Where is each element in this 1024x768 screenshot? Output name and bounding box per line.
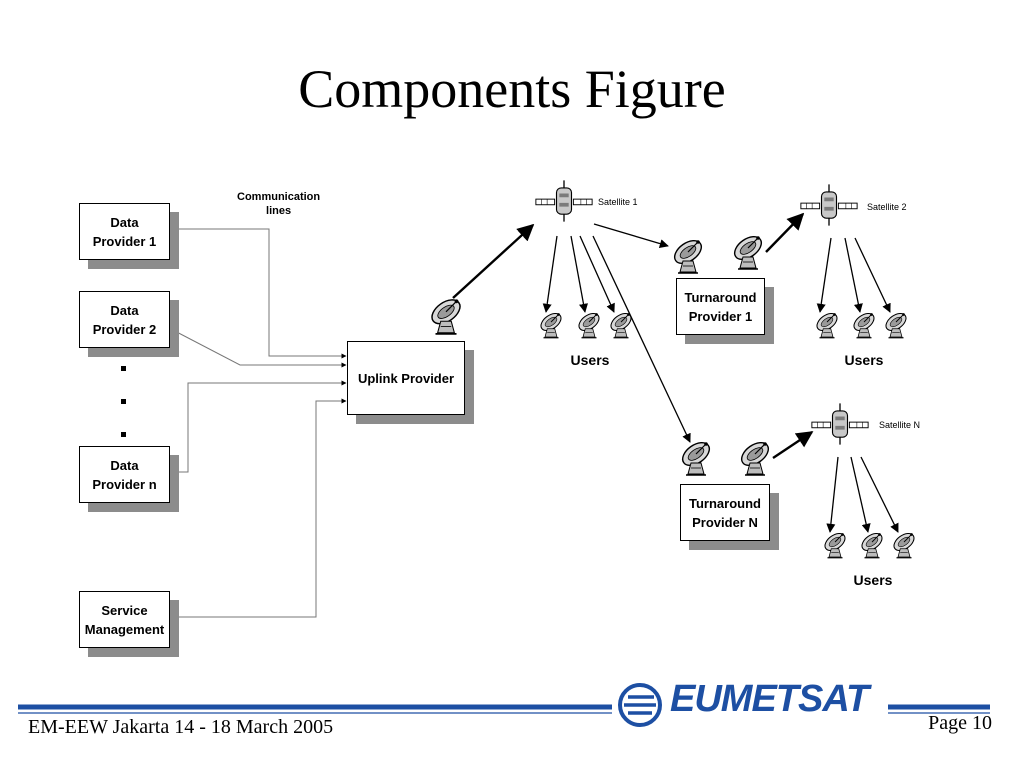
user-dish-icon [890, 530, 918, 559]
user-dish-icon [537, 310, 565, 339]
data-provider-2-box: Data Provider 2 [79, 291, 170, 348]
turnaround-provider-1-box: Turnaround Provider 1 [676, 278, 765, 335]
eumetsat-logo: EUMETSAT [666, 678, 873, 721]
footer-rule [18, 683, 990, 727]
satellite-2-label: Satellite 2 [867, 202, 907, 212]
uplink-arrows [452, 212, 814, 459]
ellipsis-dot [121, 432, 126, 437]
turnaround-n-dish-a-icon [677, 438, 715, 476]
turnaround-1-dish-b-icon [729, 232, 767, 270]
satellite-n-label: Satellite N [879, 420, 921, 430]
satellite-n-icon [811, 403, 869, 445]
uplink-dish-icon [426, 295, 466, 335]
ellipsis-dot [121, 366, 126, 371]
turnaround-1-dish-a-icon [669, 236, 707, 274]
users-label-2: Users [844, 352, 884, 368]
footer-event-text: EM-EEW Jakarta 14 - 18 March 2005 [28, 716, 334, 738]
users-label-1: Users [570, 352, 610, 368]
satellite-1-label: Satellite 1 [598, 197, 638, 207]
page-title: Components Figure [298, 59, 726, 119]
user-dish-icon [858, 530, 886, 559]
user-dish-icon [575, 310, 603, 339]
user-dish-icon [813, 310, 841, 339]
user-dish-icon [821, 530, 849, 559]
service-management-box: Service Management [79, 591, 170, 648]
turnaround-provider-n-box: Turnaround Provider N [680, 484, 770, 541]
page-number: Page 10 [928, 712, 992, 734]
ellipsis-dot [121, 399, 126, 404]
data-provider-n-box: Data Provider n [79, 446, 170, 503]
data-provider-1-box: Data Provider 1 [79, 203, 170, 260]
turnaround-n-dish-b-icon [736, 438, 774, 476]
satellite-2-icon [800, 184, 858, 226]
user-dish-icon [882, 310, 910, 339]
user-dish-icon [850, 310, 878, 339]
uplink-provider-box: Uplink Provider [347, 341, 465, 415]
downlink-arrows [542, 223, 899, 533]
satellite-1-icon [535, 180, 593, 222]
communication-lines-label: Communication lines [237, 191, 321, 217]
users-label-3: Users [853, 572, 893, 588]
communication-lines [168, 228, 347, 618]
